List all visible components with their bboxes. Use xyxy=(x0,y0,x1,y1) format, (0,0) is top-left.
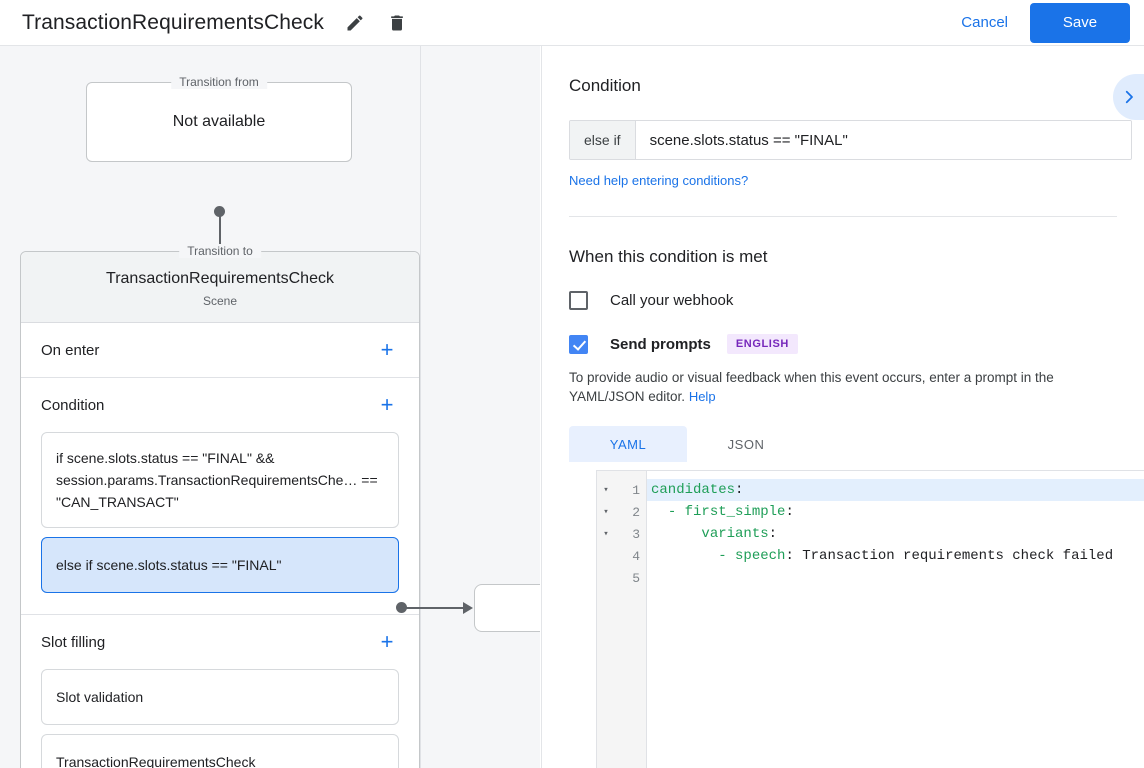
editor-code-area[interactable]: candidates: - first_simple: variants: - … xyxy=(647,471,1144,768)
gutter-row: ▾ 3 xyxy=(597,523,646,545)
code-key: candidates xyxy=(651,482,736,498)
gutter-row: ▾ 2 xyxy=(597,501,646,523)
section-on-enter: On enter + xyxy=(21,323,419,378)
section-header-on-enter: On enter + xyxy=(41,323,399,377)
code-indent xyxy=(651,548,718,564)
line-number: 1 xyxy=(632,482,640,498)
send-prompts-description-text: To provide audio or visual feedback when… xyxy=(569,370,1054,404)
code-line: - speech: Transaction requirements check… xyxy=(647,545,1144,567)
gutter-row: 4 xyxy=(597,545,646,567)
transition-to-legend: Transition to xyxy=(179,244,261,258)
code-rest: : xyxy=(735,482,744,498)
condition-help-link[interactable]: Need help entering conditions? xyxy=(569,173,749,188)
connector-line xyxy=(219,211,221,246)
gutter-row: ▾ 1 xyxy=(597,479,646,501)
editor-gutter: ▾ 1 ▾ 2 ▾ 3 4 xyxy=(597,471,647,768)
fold-toggle-icon[interactable]: ▾ xyxy=(603,485,609,495)
section-title-slot-filling: Slot filling xyxy=(41,633,106,651)
code-rest: : Transaction requirements check failed xyxy=(785,548,1114,564)
trash-icon[interactable] xyxy=(382,8,412,38)
webhook-checkbox[interactable] xyxy=(569,291,588,310)
condition-prefix-label: else if xyxy=(570,121,636,159)
condition-input[interactable] xyxy=(635,121,1131,159)
flow-canvas[interactable]: Transition from Not available Transition… xyxy=(0,46,540,768)
next-node-card[interactable] xyxy=(474,584,540,632)
canvas-divider xyxy=(420,46,421,768)
code-editor[interactable]: ▾ 1 ▾ 2 ▾ 3 4 xyxy=(596,470,1144,768)
add-on-enter-button[interactable]: + xyxy=(380,337,394,362)
condition-item[interactable]: if scene.slots.status == "FINAL" && sess… xyxy=(41,432,399,528)
chevron-right-icon[interactable] xyxy=(1113,74,1144,120)
details-panel: Condition else if Need help entering con… xyxy=(541,46,1144,768)
panel-when-met-section: When this condition is met Call your web… xyxy=(542,217,1144,768)
transition-to-header: TransactionRequirementsCheck Scene xyxy=(21,252,419,323)
panel-divider xyxy=(569,216,1117,217)
tab-yaml[interactable]: YAML xyxy=(569,426,687,462)
section-header-condition: Condition + xyxy=(41,378,399,432)
send-prompts-checkbox-row[interactable]: Send prompts ENGLISH xyxy=(569,334,1117,354)
panel-when-met-heading: When this condition is met xyxy=(569,247,768,266)
code-indent xyxy=(651,526,701,542)
slot-filling-item[interactable]: Slot validation xyxy=(41,669,399,725)
transition-to-title: TransactionRequirementsCheck xyxy=(106,270,334,287)
code-line: - first_simple: xyxy=(647,501,1144,523)
transition-to-subtitle: Scene xyxy=(202,294,238,308)
save-button[interactable]: Save xyxy=(1030,2,1130,43)
code-line: variants: xyxy=(647,523,1144,545)
section-title-on-enter: On enter xyxy=(41,341,100,359)
send-prompts-label: Send prompts xyxy=(610,335,711,353)
tab-json[interactable]: JSON xyxy=(727,436,765,452)
panel-condition-section: Condition else if Need help entering con… xyxy=(542,46,1144,217)
send-prompts-checkbox[interactable] xyxy=(569,334,588,354)
code-line xyxy=(647,567,1144,589)
code-indent xyxy=(651,504,668,520)
panel-condition-heading: Condition xyxy=(569,76,641,95)
slot-filling-item[interactable]: TransactionRequirementsCheck xyxy=(41,734,399,768)
condition-item-selected[interactable]: else if scene.slots.status == "FINAL" xyxy=(41,537,399,593)
condition-connector-dot xyxy=(396,602,407,613)
add-condition-button[interactable]: + xyxy=(380,392,394,417)
condition-connector-arrowhead-icon xyxy=(463,602,473,614)
fold-toggle-icon[interactable]: ▾ xyxy=(603,507,609,517)
webhook-checkbox-label: Call your webhook xyxy=(610,292,734,309)
prompts-help-link[interactable]: Help xyxy=(688,389,716,404)
send-prompts-description: To provide audio or visual feedback when… xyxy=(569,368,1117,406)
add-slot-filling-button[interactable]: + xyxy=(380,629,394,654)
page-title: TransactionRequirementsCheck xyxy=(22,10,324,34)
editor-tabs: YAML JSON xyxy=(569,426,1117,462)
top-app-bar: TransactionRequirementsCheck Cancel Save xyxy=(0,0,1144,46)
section-slot-filling: Slot filling + Slot validation Transacti… xyxy=(21,615,419,768)
gutter-row: 5 xyxy=(597,567,646,589)
section-condition: Condition + if scene.slots.status == "FI… xyxy=(21,378,419,615)
section-header-slot-filling: Slot filling + xyxy=(41,615,399,669)
code-key: - speech xyxy=(718,548,786,564)
cancel-button[interactable]: Cancel xyxy=(949,6,1020,39)
transition-from-legend: Transition from xyxy=(171,75,267,89)
line-number: 3 xyxy=(632,526,640,542)
condition-connector-line xyxy=(405,607,467,609)
transition-to-node[interactable]: Transition to TransactionRequirementsChe… xyxy=(20,244,420,768)
code-rest: : xyxy=(785,504,794,520)
condition-input-row[interactable]: else if xyxy=(569,120,1132,160)
language-badge: ENGLISH xyxy=(726,334,798,354)
code-line: candidates: xyxy=(647,479,1144,501)
line-number: 5 xyxy=(632,570,640,586)
transition-from-node[interactable]: Transition from Not available xyxy=(86,75,352,162)
line-number: 2 xyxy=(632,504,640,520)
code-editor-wrapper: ▾ 1 ▾ 2 ▾ 3 4 xyxy=(569,470,1144,768)
fold-toggle-icon[interactable]: ▾ xyxy=(603,529,609,539)
transition-from-value: Not available xyxy=(172,113,266,130)
section-title-condition: Condition xyxy=(41,396,105,414)
pencil-icon[interactable] xyxy=(340,8,370,38)
code-key: - first_simple xyxy=(667,504,786,520)
code-rest: : xyxy=(768,526,778,542)
webhook-checkbox-row[interactable]: Call your webhook xyxy=(569,291,1117,310)
code-key: variants xyxy=(701,526,769,542)
line-number: 4 xyxy=(632,548,640,564)
